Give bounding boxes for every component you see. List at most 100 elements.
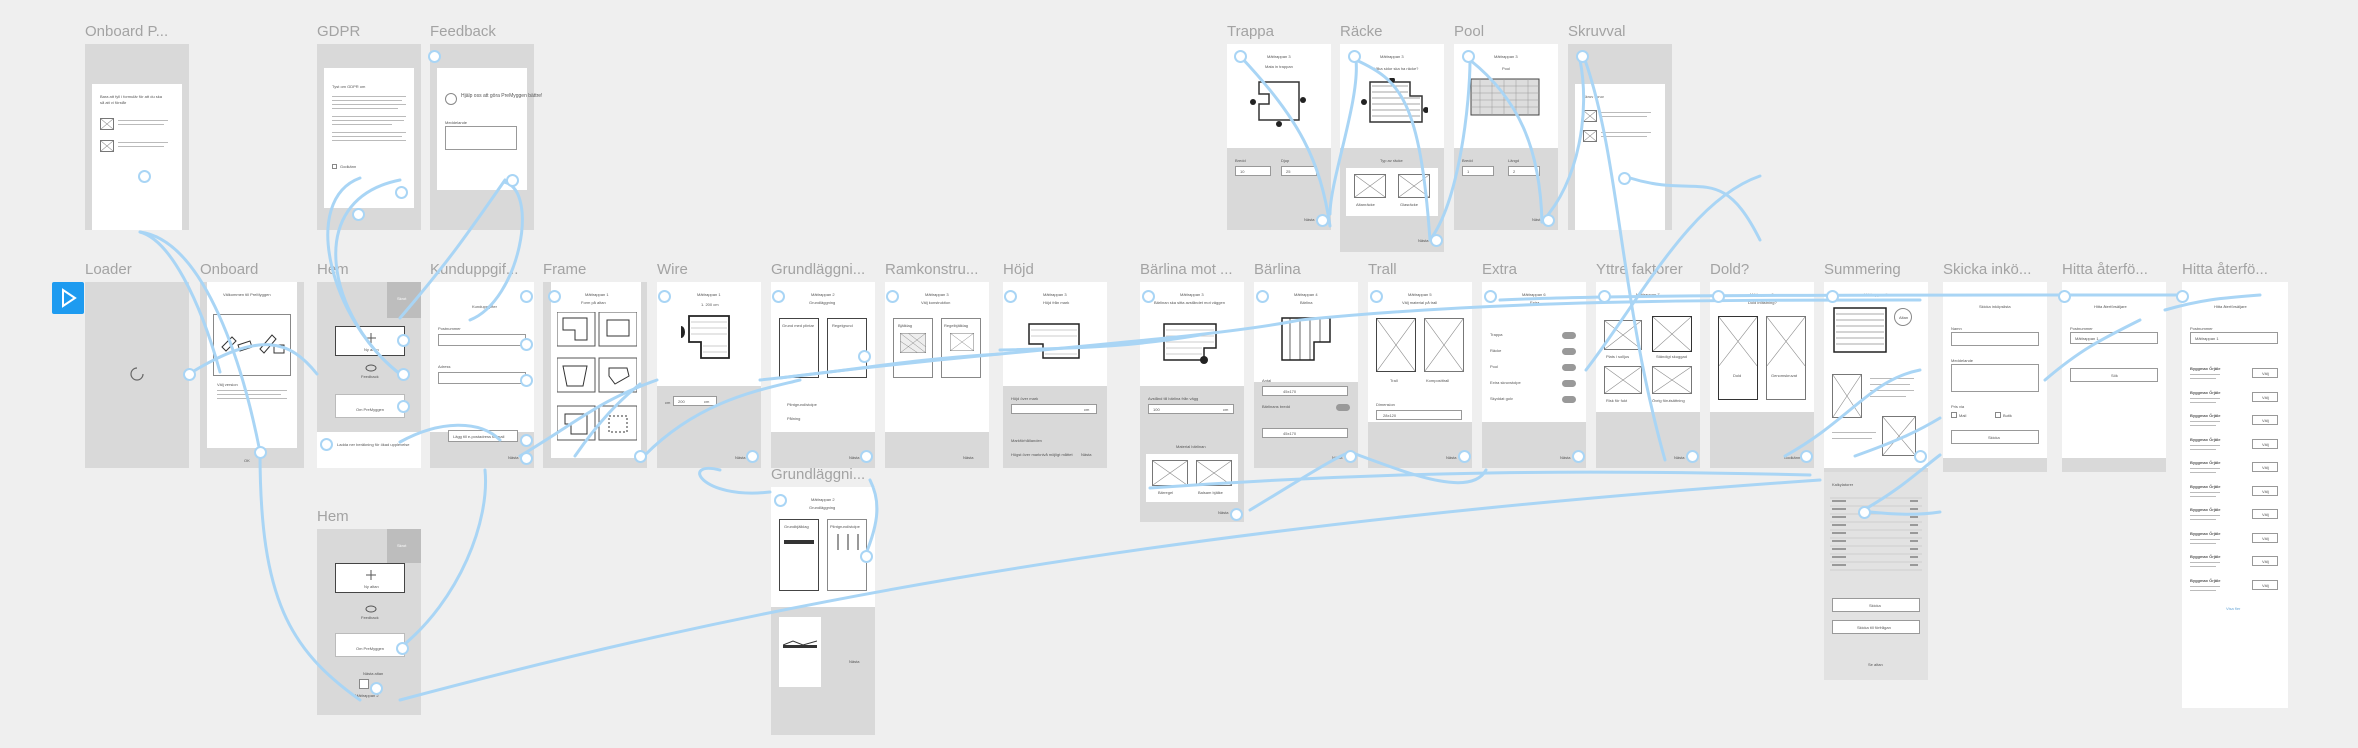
frame-hojd[interactable]: Mättrappan 3 Höjd från mark Höjd över ma… bbox=[1003, 282, 1107, 468]
connector-node[interactable] bbox=[397, 368, 410, 381]
connector-node[interactable] bbox=[746, 450, 759, 463]
option-card[interactable]: Dold bbox=[1718, 316, 1758, 400]
select-store-button[interactable]: Välj bbox=[2252, 391, 2278, 402]
connector-node[interactable] bbox=[774, 494, 787, 507]
connector-node[interactable] bbox=[506, 174, 519, 187]
frame-hitta-1[interactable]: Hitta återförsäljare Postnummer Mättrapp… bbox=[2062, 282, 2166, 472]
connector-node[interactable] bbox=[1344, 450, 1357, 463]
toggle[interactable] bbox=[1562, 332, 1576, 339]
connector-node[interactable] bbox=[658, 290, 671, 303]
connector-node[interactable] bbox=[1618, 172, 1631, 185]
select-store-button[interactable]: Välj bbox=[2252, 462, 2278, 472]
connector-node[interactable] bbox=[1686, 450, 1699, 463]
connector-node[interactable] bbox=[772, 290, 785, 303]
connector-node[interactable] bbox=[520, 434, 533, 447]
connector-node[interactable] bbox=[320, 438, 333, 451]
select-store-button[interactable]: Välj bbox=[2252, 485, 2278, 496]
connector-node[interactable] bbox=[860, 450, 873, 463]
option-card[interactable]: Grundbjälklag bbox=[779, 519, 819, 591]
frame-trappa[interactable]: Mättrappan 3 Mata in trappan Bredd Djup … bbox=[1227, 44, 1331, 230]
frame-ramkonstruktion[interactable]: Mättrappan 3 Välj konstruktion Bjälklag … bbox=[885, 282, 989, 468]
select-store-button[interactable]: Välj bbox=[2252, 556, 2278, 566]
frame-hem-2[interactable]: Skrot Ny altan Feedback Om PreMyggen Näs… bbox=[317, 529, 421, 715]
checkbox-mail[interactable] bbox=[1951, 412, 1957, 418]
next-button[interactable]: Nästa bbox=[1560, 455, 1571, 460]
connector-node[interactable] bbox=[520, 452, 533, 465]
message-field[interactable] bbox=[1951, 364, 2039, 392]
connector-node[interactable] bbox=[1858, 506, 1871, 519]
option-card[interactable]: Bjälklag bbox=[893, 318, 933, 378]
connector-node[interactable] bbox=[520, 338, 533, 351]
frame-grundlaggning[interactable]: Mättrappan 2 Grundläggning Grund med pli… bbox=[771, 282, 875, 468]
connector-node[interactable] bbox=[397, 400, 410, 413]
frame-dold[interactable]: Mättrappan 8 Dold infästning? Dold Genom… bbox=[1710, 282, 1814, 468]
option-card[interactable] bbox=[1424, 318, 1464, 372]
name-field[interactable] bbox=[1951, 332, 2039, 346]
checkbox-butik[interactable] bbox=[1995, 412, 2001, 418]
option-image[interactable] bbox=[1604, 366, 1642, 394]
connector-node[interactable] bbox=[1234, 50, 1247, 63]
next-button[interactable]: Nästa bbox=[1674, 455, 1685, 460]
select-store-button[interactable]: Välj bbox=[2252, 509, 2278, 519]
detail-card[interactable] bbox=[779, 617, 821, 687]
connector-node[interactable] bbox=[548, 290, 561, 303]
saved-deck-thumb[interactable] bbox=[359, 679, 369, 689]
connector-node[interactable] bbox=[254, 446, 267, 459]
connector-node[interactable] bbox=[520, 374, 533, 387]
connector-node[interactable] bbox=[1370, 290, 1383, 303]
toggle[interactable] bbox=[1336, 404, 1350, 411]
connector-node[interactable] bbox=[138, 170, 151, 183]
connector-node[interactable] bbox=[2176, 290, 2189, 303]
top-tab[interactable]: Skrot bbox=[387, 529, 421, 563]
message-field[interactable] bbox=[445, 126, 517, 150]
connector-node[interactable] bbox=[1430, 234, 1443, 247]
option-image[interactable] bbox=[1354, 174, 1386, 198]
select-store-button[interactable]: Välj bbox=[2252, 438, 2278, 449]
connector-node[interactable] bbox=[1598, 290, 1611, 303]
play-prototype-button[interactable] bbox=[52, 282, 84, 314]
frame-frame[interactable]: Mättrappan 1 Form på altan bbox=[543, 282, 647, 468]
connector-node[interactable] bbox=[1230, 508, 1243, 521]
height-field[interactable]: cm bbox=[1011, 404, 1097, 414]
option-card[interactable] bbox=[1376, 318, 1416, 372]
connector-node[interactable] bbox=[2058, 290, 2071, 303]
frame-onboard-p[interactable]: Bara att fyll i formulär för att du ska … bbox=[85, 44, 189, 230]
connector-node[interactable] bbox=[1800, 450, 1813, 463]
connector-node[interactable] bbox=[1462, 50, 1475, 63]
connector-node[interactable] bbox=[1484, 290, 1497, 303]
send-request-button[interactable]: Skicka till förfrågan bbox=[1832, 620, 1920, 634]
next-button[interactable]: Nästa bbox=[1418, 238, 1429, 243]
checkbox[interactable] bbox=[332, 164, 337, 169]
option-card[interactable]: Regelbjälklag bbox=[941, 318, 981, 378]
connector-node[interactable] bbox=[858, 350, 871, 363]
toggle[interactable] bbox=[1562, 348, 1576, 355]
toggle[interactable] bbox=[1562, 364, 1576, 371]
connector-node[interactable] bbox=[1458, 450, 1471, 463]
connector-node[interactable] bbox=[1542, 214, 1555, 227]
option-image[interactable] bbox=[1196, 460, 1232, 486]
next-button[interactable]: Nästa bbox=[1218, 510, 1229, 515]
connector-node[interactable] bbox=[1316, 214, 1329, 227]
frame-loader[interactable] bbox=[85, 282, 189, 468]
show-more-link[interactable]: Visa fler bbox=[2226, 606, 2241, 611]
send-button[interactable]: Skicka bbox=[1951, 430, 2039, 444]
frame-summering[interactable]: Mättrappan 9 Altan Kalkylatorer Skicka S… bbox=[1824, 282, 1928, 680]
connector-node[interactable] bbox=[886, 290, 899, 303]
connector-node[interactable] bbox=[520, 290, 533, 303]
connector-node[interactable] bbox=[1256, 290, 1269, 303]
next-button[interactable]: Nästa bbox=[1081, 452, 1092, 457]
select-store-button[interactable]: Välj bbox=[2252, 368, 2278, 378]
next-button[interactable]: OK bbox=[244, 458, 250, 463]
bredd-field[interactable]: 1 bbox=[1462, 166, 1494, 176]
connector-node[interactable] bbox=[634, 450, 647, 463]
connector-node[interactable] bbox=[396, 642, 409, 655]
connector-node[interactable] bbox=[1712, 290, 1725, 303]
option-image[interactable] bbox=[1652, 366, 1692, 394]
